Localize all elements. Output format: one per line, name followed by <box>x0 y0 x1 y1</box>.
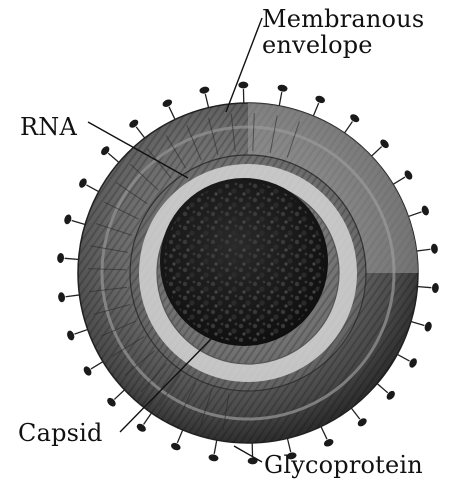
glycoprotein-head <box>161 98 173 108</box>
glycoprotein-head <box>63 214 72 226</box>
membranous-envelope-label-line1: Membranous <box>262 5 424 33</box>
membranous-envelope-label: Membranous envelope <box>262 6 424 58</box>
glycoprotein-head <box>57 253 65 264</box>
glycoprotein-head <box>199 86 210 95</box>
glycoprotein-head <box>323 438 335 448</box>
glycoprotein-head <box>403 169 414 181</box>
glycoprotein-head <box>82 365 93 377</box>
glycoprotein-head <box>66 330 76 342</box>
glycoprotein-head <box>432 283 440 294</box>
glycoprotein-head <box>277 84 288 93</box>
glycoprotein-leader-line <box>234 446 262 462</box>
glycoprotein-head <box>78 177 89 189</box>
glycoprotein-label: Glycoprotein <box>264 452 423 478</box>
glycoprotein-head <box>135 422 147 433</box>
glycoprotein-head <box>128 118 140 129</box>
glycoprotein-head <box>420 205 430 217</box>
glycoprotein-head <box>314 94 326 104</box>
glycoprotein-head <box>408 357 419 369</box>
rna-core-texture <box>164 182 324 342</box>
glycoprotein-head <box>238 82 248 89</box>
glycoprotein-head <box>208 454 219 463</box>
glycoprotein-head <box>356 417 368 428</box>
glycoprotein-head <box>170 442 182 452</box>
rna-label: RNA <box>20 114 77 140</box>
membranous-envelope-label-line2: envelope <box>262 32 424 58</box>
glycoprotein-head <box>430 243 438 254</box>
capsid-label: Capsid <box>18 420 103 446</box>
glycoprotein-head <box>423 321 432 333</box>
glycoprotein-head <box>349 113 361 124</box>
glycoprotein-head <box>58 292 66 303</box>
